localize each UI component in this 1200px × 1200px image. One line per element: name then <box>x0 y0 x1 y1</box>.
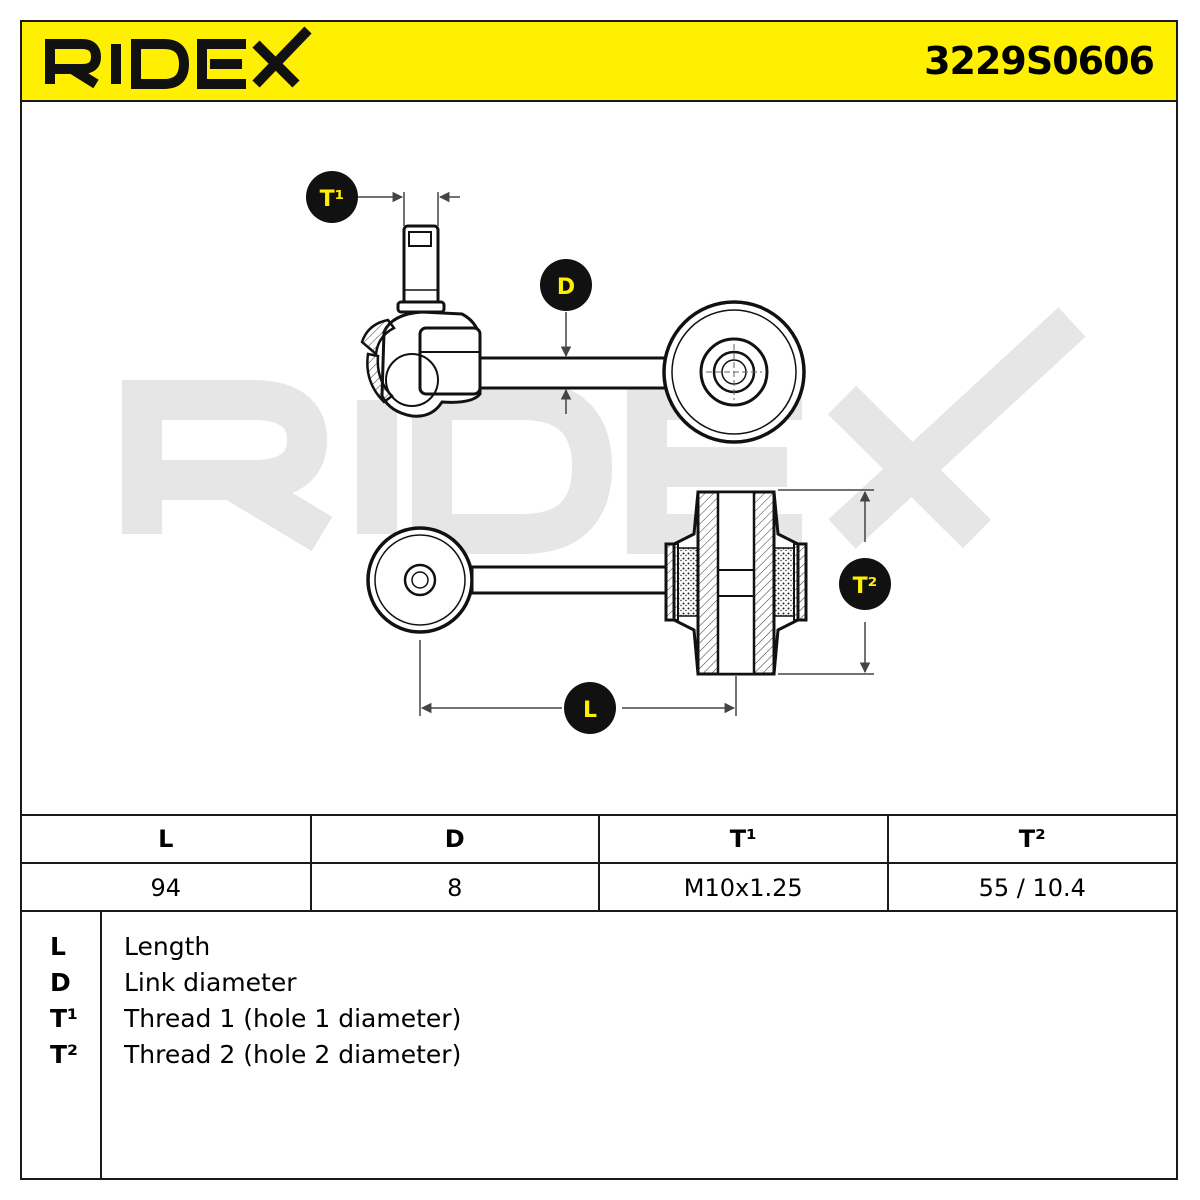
legend-key: T¹ <box>50 1004 79 1033</box>
bushing-section <box>664 490 808 676</box>
technical-drawing: T¹ D T² L <box>122 171 1086 734</box>
svg-text:D: D <box>557 275 575 300</box>
spec-header-row: L D T¹ T² <box>22 814 1176 863</box>
part-number: 3229S0606 <box>924 39 1155 83</box>
legend-desc: Thread 2 (hole 2 diameter) <box>124 1040 462 1069</box>
legend-row: T¹ Thread 1 (hole 1 diameter) <box>22 1004 1176 1040</box>
spec-value-cell: 55 / 10.4 <box>887 862 1176 911</box>
svg-text:L: L <box>583 698 597 723</box>
t2-badge: T² <box>839 558 891 610</box>
spec-value-cell: 94 <box>22 862 312 911</box>
hex-socket <box>408 231 432 247</box>
spec-header-cell: T² <box>887 814 1176 863</box>
ridex-watermark <box>122 307 1086 554</box>
spec-header-cell: D <box>310 814 600 863</box>
legend-row: L Length <box>22 932 1176 968</box>
ridex-logo <box>45 26 312 89</box>
legend-desc: Link diameter <box>124 968 297 997</box>
legend-key: L <box>50 932 66 961</box>
spec-header-cell: T¹ <box>599 814 889 863</box>
link-rod-bottom <box>470 565 668 595</box>
legend-desc: Thread 1 (hole 1 diameter) <box>124 1004 462 1033</box>
legend-key: T² <box>50 1040 79 1069</box>
legend-desc: Length <box>124 932 211 961</box>
header-bar: 3229S0606 <box>22 22 1176 102</box>
link-rod-top <box>478 356 672 390</box>
datasheet-frame: 3229S0606 <box>20 20 1178 1180</box>
legend-key: D <box>50 968 71 997</box>
legend-row: D Link diameter <box>22 968 1176 1004</box>
svg-text:T²: T² <box>853 574 878 599</box>
dust-boot <box>360 318 396 357</box>
l-badge: L <box>564 682 616 734</box>
legend: L Length D Link diameter T¹ Thread 1 (ho… <box>22 910 1176 1178</box>
svg-text:T¹: T¹ <box>320 187 345 212</box>
legend-row: T² Thread 2 (hole 2 diameter) <box>22 1040 1176 1076</box>
spec-header-cell: L <box>22 814 312 863</box>
spec-value-cell: 8 <box>310 862 600 911</box>
spec-value-row: 94 8 M10x1.25 55 / 10.4 <box>22 862 1176 911</box>
spec-table: L D T¹ T² 94 8 M10x1.25 55 / 10.4 <box>22 814 1176 911</box>
spec-value-cell: M10x1.25 <box>599 862 889 911</box>
d-badge: D <box>540 259 592 311</box>
legend-divider <box>100 912 102 1178</box>
t1-badge: T¹ <box>306 171 358 223</box>
